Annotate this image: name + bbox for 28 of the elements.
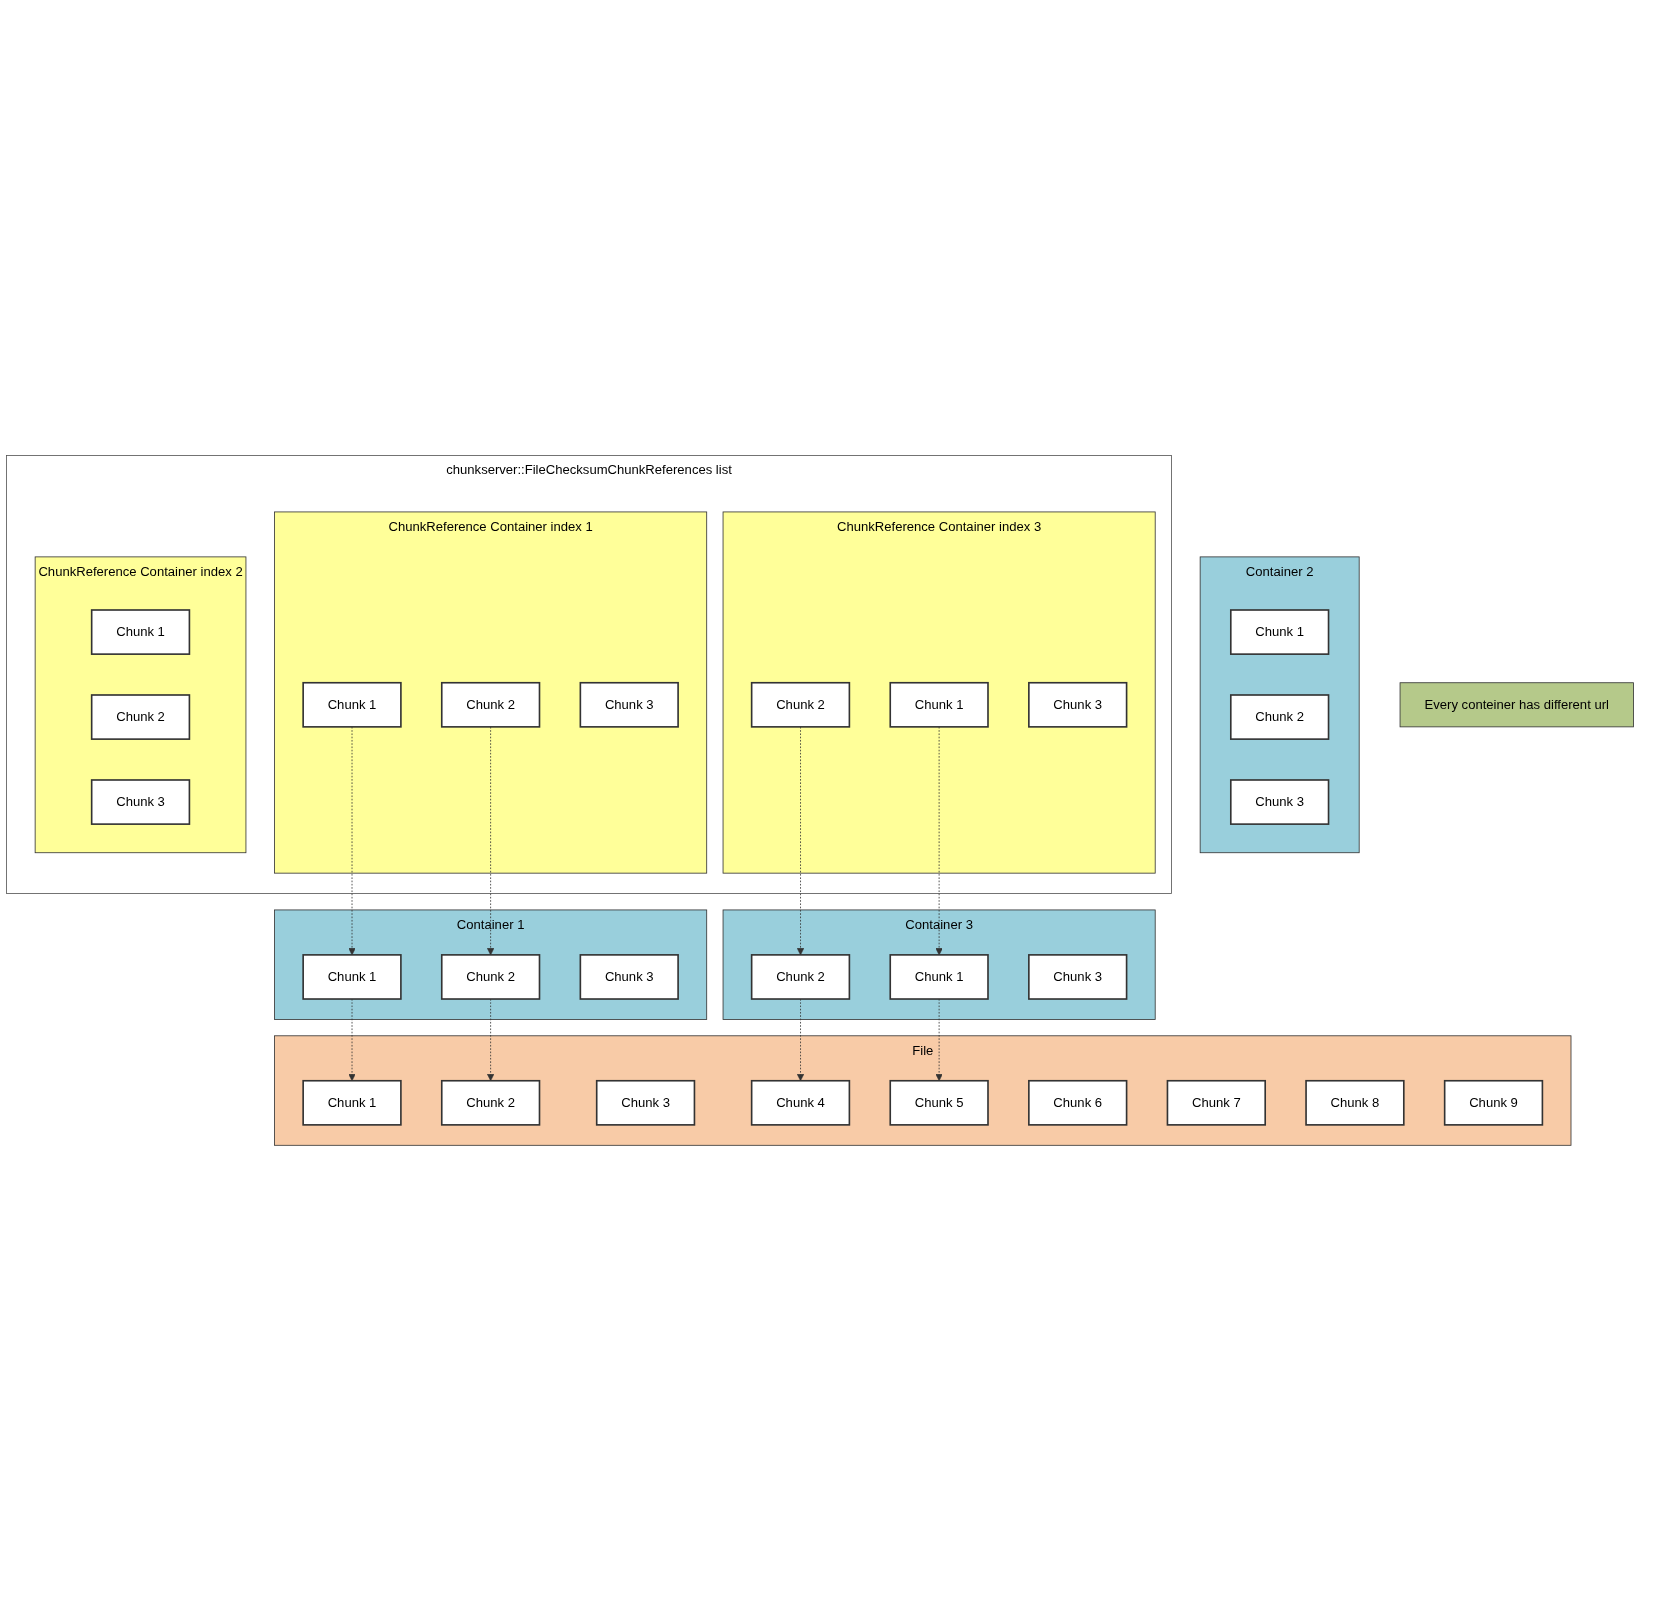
node-box: Chunk 1 (302, 1079, 402, 1126)
node-box: Chunk 7 (1166, 1079, 1266, 1126)
node-box: Chunk 1 (889, 681, 989, 728)
node-box: Chunk 3 (579, 953, 679, 1000)
node-box: Chunk 2 (750, 953, 851, 1000)
node-box: Chunk 3 (595, 1079, 696, 1126)
node-box: Chunk 5 (889, 1079, 989, 1126)
node-box: Chunk 6 (1028, 1079, 1128, 1126)
node-box: Chunk 8 (1305, 1079, 1405, 1126)
node-box: Chunk 1 (1229, 608, 1330, 655)
node-box: Chunk 3 (1028, 953, 1128, 1000)
node-box: Chunk 1 (90, 608, 191, 655)
node-box: Chunk 2 (90, 693, 191, 740)
node-box: Chunk 1 (302, 953, 402, 1000)
node-box: Chunk 2 (1229, 693, 1330, 740)
node-box: Chunk 3 (90, 778, 191, 825)
node-box: Chunk 1 (889, 953, 989, 1000)
node-box: Chunk 2 (750, 681, 851, 728)
node-box: Chunk 9 (1443, 1079, 1544, 1126)
node-box: Chunk 2 (440, 1079, 541, 1126)
node-box: Chunk 1 (302, 681, 402, 728)
node-box: Chunk 3 (1028, 681, 1128, 728)
node-box: Chunk 2 (440, 953, 541, 1000)
node-box: Chunk 3 (579, 681, 679, 728)
node-box: Chunk 2 (440, 681, 541, 728)
node-box: Chunk 3 (1229, 778, 1330, 825)
node-box: Chunk 4 (750, 1079, 851, 1126)
node-box: Every conteiner has different url (1399, 681, 1634, 727)
